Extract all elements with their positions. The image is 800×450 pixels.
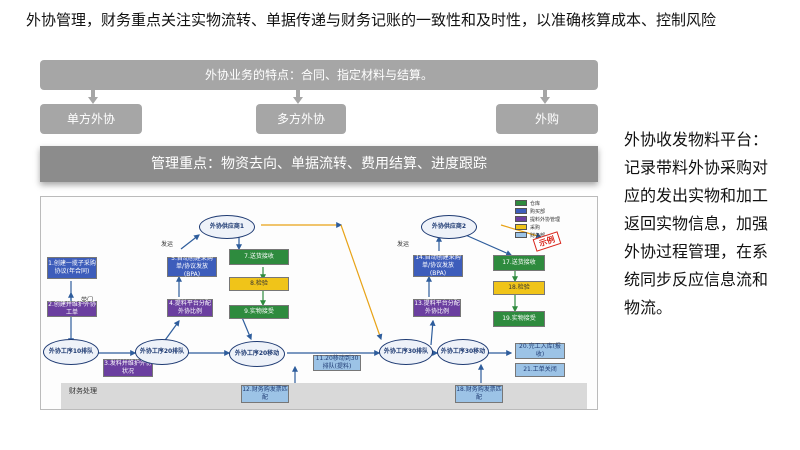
- step9-box: 9.实物接受: [229, 305, 289, 319]
- op20m-node: 外协工序20移动: [229, 341, 285, 367]
- step1-box: 1.创建一揽子采购协议(年合同): [47, 257, 97, 279]
- ship-label-2: 发运: [397, 241, 410, 248]
- finance-lane-label: 财务处理: [69, 387, 97, 395]
- down-arrow-icon: [88, 90, 98, 104]
- step14-box: 14.自动创建采购单/协议发放(BPA): [413, 254, 463, 277]
- step19-box: 19.实物接受: [493, 311, 545, 327]
- legend-item: 仓库: [515, 199, 595, 207]
- step17-box: 17.送货接收: [493, 255, 545, 271]
- step2-box: 2.创建并维护外协工单: [47, 301, 97, 317]
- finance-lane: [61, 383, 587, 409]
- step8-box: 8.检验: [229, 277, 289, 291]
- feature-bar: 外协业务的特点：合同、指定材料与结算。: [40, 60, 598, 90]
- step18b-box: 18.财务购发票匹配: [455, 385, 503, 403]
- management-focus-bar: 管理重点：物资去向、单据流转、费用结算、进度跟踪: [40, 146, 598, 182]
- category-purchase: 外购: [496, 104, 598, 134]
- step5-box: 5.自动创建采购单/协议发放(BPA): [167, 255, 217, 278]
- step4-box: 4.提料平台分配外协比例: [167, 299, 213, 317]
- step11-box: 11.20移动到30排队(提料): [313, 355, 361, 371]
- category-single: 单方外协: [40, 104, 142, 134]
- step12-box: 12.财务购发票匹配: [241, 385, 289, 403]
- flow-connectors: [68, 222, 543, 385]
- down-arrow-icon: [293, 90, 303, 104]
- legend-item: 采购: [515, 223, 595, 231]
- step21-box: 21.工单关闭: [515, 363, 565, 377]
- step20-box: 20.完工入库(报收): [515, 343, 565, 359]
- op30q-node: 外协工序30排队: [379, 339, 433, 365]
- category-multi: 多方外协: [256, 104, 346, 134]
- step18-box: 18.检验: [493, 281, 545, 295]
- legend: 仓库 购买部 提料外协管理 采购 财务部: [515, 199, 595, 239]
- op30m-node: 外协工序30移动: [437, 339, 489, 365]
- page-title: 外协管理，财务重点关注实物流转、单据传递与财务记账的一致性和及时性，以准确核算成…: [26, 11, 717, 29]
- supplier1-node: 外协供应商1: [199, 215, 255, 239]
- op10-node: 外协工序10排队: [43, 339, 99, 365]
- ship-label-1: 发运: [161, 241, 174, 248]
- note-label: 带门: [81, 295, 93, 304]
- platform-description: 外协收发物料平台：记录带料外协采购对应的发出实物和加工返回实物信息，加强外协过程…: [624, 130, 769, 317]
- legend-item: 提料外协管理: [515, 215, 595, 223]
- legend-item: 购买部: [515, 207, 595, 215]
- down-arrow-icon: [540, 90, 550, 104]
- step7-box: 7.送货接收: [229, 249, 289, 265]
- step3-box: 3.发料并维护外协状况: [103, 359, 153, 377]
- op20q-node: 外协工序20排队: [135, 339, 189, 365]
- supplier2-node: 外协供应商2: [421, 215, 477, 239]
- legend-item: 财务部: [515, 231, 595, 239]
- step13-box: 13.提料平台分配外协比例: [413, 299, 461, 317]
- process-flow-diagram: 财务处理 仓库 购买部 提料外协管理 采购 财务部 示例 外协供应商1 外协供应…: [40, 196, 598, 410]
